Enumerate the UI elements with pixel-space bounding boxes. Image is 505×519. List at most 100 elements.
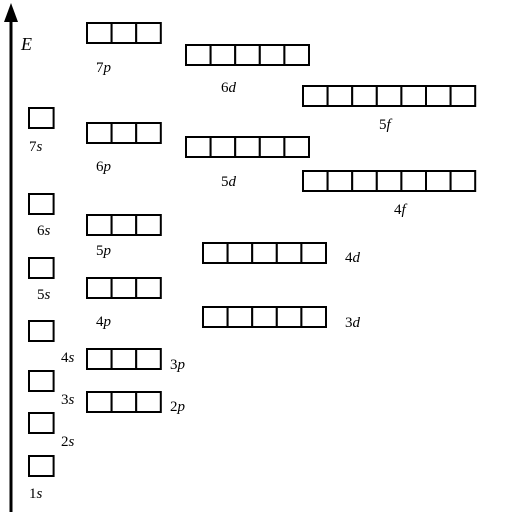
orbital-box-3s-1 bbox=[28, 370, 55, 392]
subshell-letter: p bbox=[103, 314, 112, 330]
orbital-box-4f-4 bbox=[375, 170, 403, 192]
orbital-box-6p-3 bbox=[135, 122, 162, 144]
orbital-box-6s-1 bbox=[28, 193, 55, 215]
orbital-box-6p-1 bbox=[86, 122, 113, 144]
principal-number: 5 bbox=[37, 287, 45, 303]
orbital-4f bbox=[302, 170, 477, 192]
orbital-label-5f: 5f bbox=[379, 117, 391, 133]
orbital-box-4d-4 bbox=[275, 242, 303, 264]
orbital-box-3d-1 bbox=[202, 306, 229, 328]
orbital-box-4f-6 bbox=[425, 170, 452, 192]
principal-number: 3 bbox=[170, 357, 178, 373]
orbital-box-6d-4 bbox=[258, 44, 286, 66]
orbital-box-5f-4 bbox=[375, 85, 403, 107]
subshell-letter: s bbox=[44, 223, 51, 239]
orbital-box-4d-5 bbox=[300, 242, 327, 264]
orbital-5d bbox=[185, 136, 310, 158]
orbital-label-2s: 2s bbox=[61, 434, 74, 450]
orbital-label-4f: 4f bbox=[394, 202, 406, 218]
orbital-6p bbox=[86, 122, 162, 144]
orbital-box-3d-4 bbox=[275, 306, 303, 328]
orbital-4s bbox=[28, 320, 55, 342]
orbital-4d bbox=[202, 242, 327, 264]
subshell-letter: p bbox=[103, 159, 112, 175]
subshell-letter: d bbox=[228, 174, 237, 190]
subshell-letter: d bbox=[352, 250, 361, 266]
orbital-box-6p-2 bbox=[110, 122, 138, 144]
principal-number: 2 bbox=[170, 399, 178, 415]
orbital-box-5p-1 bbox=[86, 214, 113, 236]
orbital-box-5p-2 bbox=[110, 214, 138, 236]
orbital-label-6p: 6p bbox=[96, 159, 111, 175]
orbital-6d bbox=[185, 44, 310, 66]
orbital-1s bbox=[28, 455, 55, 477]
orbital-box-3p-2 bbox=[110, 348, 138, 370]
subshell-letter: s bbox=[36, 486, 43, 502]
orbital-2s bbox=[28, 412, 55, 434]
orbital-box-6d-1 bbox=[185, 44, 212, 66]
orbital-box-5f-7 bbox=[449, 85, 477, 107]
subshell-letter: p bbox=[177, 357, 186, 373]
subshell-letter: f bbox=[386, 117, 391, 133]
orbital-box-4p-3 bbox=[135, 277, 162, 299]
orbital-box-7p-1 bbox=[86, 22, 113, 44]
principal-number: 3 bbox=[61, 392, 69, 408]
orbital-box-6d-3 bbox=[234, 44, 261, 66]
orbital-5s bbox=[28, 257, 55, 279]
orbital-label-4p: 4p bbox=[96, 314, 111, 330]
orbital-box-4p-1 bbox=[86, 277, 113, 299]
principal-number: 4 bbox=[394, 202, 402, 218]
orbital-box-3d-3 bbox=[251, 306, 278, 328]
principal-number: 3 bbox=[345, 315, 353, 331]
orbital-box-5d-3 bbox=[234, 136, 261, 158]
orbital-label-3s: 3s bbox=[61, 392, 74, 408]
orbital-box-3p-1 bbox=[86, 348, 113, 370]
subshell-letter: s bbox=[44, 287, 51, 303]
orbital-label-6d: 6d bbox=[221, 80, 236, 96]
subshell-letter: s bbox=[68, 434, 75, 450]
orbital-box-5d-1 bbox=[185, 136, 212, 158]
orbital-box-5f-3 bbox=[351, 85, 378, 107]
orbital-3p bbox=[86, 348, 162, 370]
orbital-label-3p: 3p bbox=[170, 357, 185, 373]
principal-number: 4 bbox=[345, 250, 353, 266]
subshell-letter: s bbox=[68, 392, 75, 408]
principal-number: 5 bbox=[96, 243, 104, 259]
orbital-box-4f-1 bbox=[302, 170, 329, 192]
orbital-box-3p-3 bbox=[135, 348, 162, 370]
orbital-box-5f-6 bbox=[425, 85, 452, 107]
principal-number: 6 bbox=[96, 159, 104, 175]
orbital-box-5f-1 bbox=[302, 85, 329, 107]
orbital-box-6d-2 bbox=[209, 44, 237, 66]
orbital-box-5f-2 bbox=[326, 85, 354, 107]
orbital-box-1s-1 bbox=[28, 455, 55, 477]
orbital-2p bbox=[86, 391, 162, 413]
orbital-box-4f-5 bbox=[400, 170, 427, 192]
orbital-box-4f-3 bbox=[351, 170, 378, 192]
orbital-7p bbox=[86, 22, 162, 44]
orbital-box-4d-3 bbox=[251, 242, 278, 264]
orbital-box-2p-1 bbox=[86, 391, 113, 413]
principal-number: 1 bbox=[29, 486, 37, 502]
orbital-3d bbox=[202, 306, 327, 328]
principal-number: 4 bbox=[61, 350, 69, 366]
principal-number: 6 bbox=[37, 223, 45, 239]
orbital-box-5p-3 bbox=[135, 214, 162, 236]
orbital-box-4f-2 bbox=[326, 170, 354, 192]
orbital-box-4d-2 bbox=[226, 242, 254, 264]
orbital-box-4p-2 bbox=[110, 277, 138, 299]
orbital-6s bbox=[28, 193, 55, 215]
subshell-letter: d bbox=[352, 315, 361, 331]
orbital-label-1s: 1s bbox=[29, 486, 42, 502]
orbital-box-2s-1 bbox=[28, 412, 55, 434]
orbital-box-6d-5 bbox=[283, 44, 310, 66]
orbital-box-5d-2 bbox=[209, 136, 237, 158]
subshell-letter: s bbox=[68, 350, 75, 366]
orbital-box-7s-1 bbox=[28, 107, 55, 129]
orbital-4p bbox=[86, 277, 162, 299]
orbital-box-4s-1 bbox=[28, 320, 55, 342]
subshell-letter: p bbox=[177, 399, 186, 415]
orbital-label-7p: 7p bbox=[96, 60, 111, 76]
